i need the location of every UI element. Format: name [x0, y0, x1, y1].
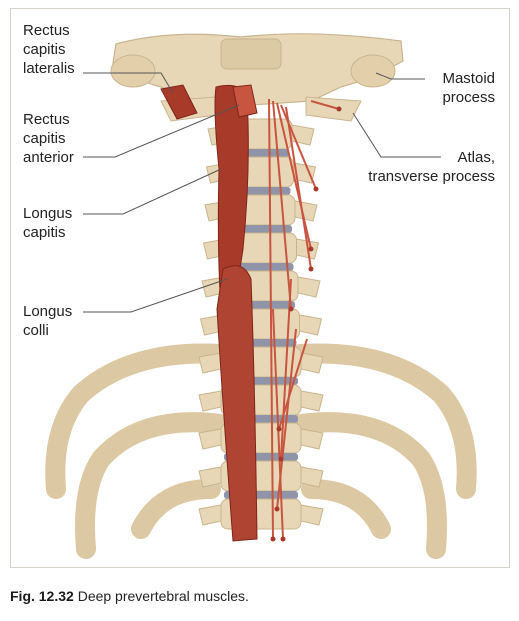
- figure-caption: Fig. 12.32 Deep prevertebral muscles.: [10, 588, 249, 604]
- leader-lines: [83, 72, 441, 313]
- leader-longus-capitis: [83, 168, 222, 215]
- label-longus-colli: Longus colli: [23, 303, 73, 339]
- ribs: [45, 343, 477, 559]
- label-rectus-capitis-anterior: Rectus capitis anterior: [23, 111, 74, 166]
- leader-rectus-capitis-anterior: [83, 104, 240, 158]
- caption-text: Deep prevertebral muscles.: [77, 588, 249, 604]
- rectus-capitis-anterior-muscle: [232, 84, 258, 118]
- mastoid-process-left: [110, 54, 156, 88]
- label-rectus-capitis-lateralis: Rectus capitis lateralis: [23, 22, 75, 77]
- anatomy-illustration: [45, 33, 477, 559]
- figure-panel: Rectus capitis lateralis Rectus capitis …: [10, 8, 510, 568]
- label-mastoid-process: Mastoid process: [442, 70, 495, 106]
- label-longus-capitis: Longus capitis: [23, 205, 73, 241]
- muscle-attachment-points: [270, 106, 342, 542]
- skull-base: [112, 33, 404, 106]
- mastoid-process-right: [350, 54, 396, 88]
- leader-longus-colli: [83, 278, 228, 313]
- intervertebral-disc: [230, 225, 292, 233]
- rectus-capitis-lateralis-muscle: [160, 84, 198, 120]
- leader-atlas-transverse-process: [352, 112, 441, 158]
- longus-colli-muscle: [216, 265, 258, 542]
- label-atlas-transverse-process: Atlas, transverse process: [368, 149, 495, 185]
- leader-rectus-capitis-lateralis: [83, 72, 174, 94]
- figure-number: Fig. 12.32: [10, 588, 74, 604]
- right-muscle-slips: [268, 98, 340, 540]
- leader-mastoid-process: [375, 72, 425, 80]
